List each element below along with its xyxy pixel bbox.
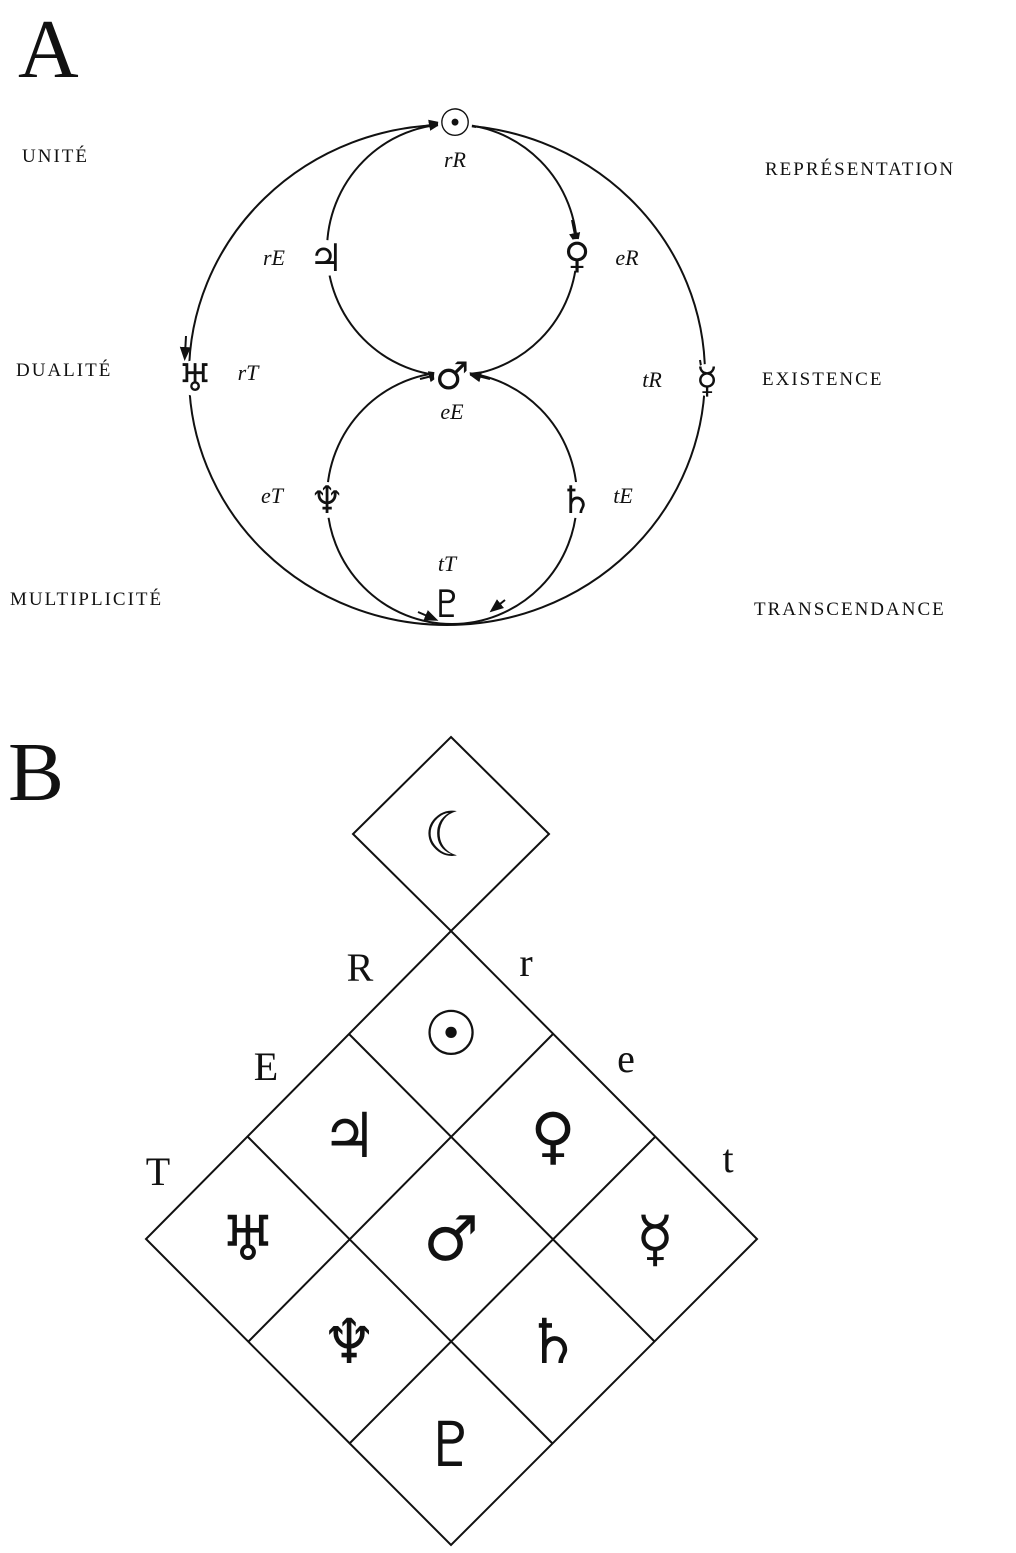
lattice-line	[247, 1136, 554, 1445]
flow-arrow	[179, 335, 191, 361]
saturn-icon: ♄	[525, 1305, 581, 1378]
level-label-transcendance: TRANSCENDANCE	[754, 599, 946, 620]
mercury-icon: ☿	[636, 1202, 674, 1275]
axis-label-e: e	[617, 1036, 635, 1081]
mars-icon: ♂	[423, 1202, 479, 1275]
axis-label-E: E	[254, 1044, 278, 1089]
uranus-icon: ♅	[220, 1202, 276, 1275]
node-code: tT	[438, 551, 458, 576]
venus-icon: ♀	[564, 236, 590, 277]
flow-arrow	[467, 371, 491, 383]
panel-b-letter: B	[8, 726, 64, 819]
axis-label-t: t	[722, 1136, 733, 1181]
node-code: eT	[261, 483, 285, 508]
neptune-icon: ♆	[310, 478, 344, 522]
axis-label-R: R	[347, 945, 374, 990]
moon-icon: ☾	[423, 798, 479, 871]
uranus-icon: ♅	[178, 356, 212, 400]
sun-icon: ☉	[438, 101, 472, 145]
sun-icon: ☉	[423, 997, 479, 1070]
lattice-line	[348, 1033, 656, 1343]
jupiter-icon: ♃	[309, 236, 343, 280]
node-code: rT	[238, 360, 261, 385]
axis-label-T: T	[146, 1149, 170, 1194]
level-label-unite: UNITÉ	[22, 146, 89, 167]
node-code: eR	[615, 245, 639, 270]
pluto-icon: ♇	[423, 1408, 479, 1481]
neptune-icon: ♆	[321, 1305, 377, 1378]
venus-icon: ♀	[530, 1099, 575, 1172]
node-code: tE	[613, 483, 633, 508]
level-label-existence: EXISTENCE	[762, 369, 884, 390]
jupiter-icon: ♃	[321, 1099, 377, 1172]
level-label-representation: REPRÉSENTATION	[765, 159, 956, 180]
node-code: tR	[642, 367, 662, 392]
flow-arrow	[569, 219, 581, 247]
saturn-icon: ♄	[559, 478, 593, 522]
lattice-line	[348, 1136, 656, 1445]
lattice-line	[247, 1033, 554, 1343]
node-code: rR	[444, 147, 467, 172]
flow-arrow	[419, 371, 443, 383]
flow-arrow	[489, 599, 506, 613]
flow-arrow	[417, 610, 439, 621]
level-label-multiplicite: MULTIPLICITÉ	[10, 589, 164, 610]
panel-a-letter: A	[18, 3, 79, 96]
level-label-dualite: DUALITÉ	[16, 360, 113, 381]
node-code: eE	[440, 399, 464, 424]
flow-arrow	[419, 119, 443, 131]
lattice-outline	[144, 929, 759, 1547]
node-code: rE	[263, 245, 286, 270]
mercury-icon: ☿	[696, 361, 718, 402]
axis-label-r: r	[519, 940, 532, 985]
panel-b-diagram	[144, 735, 759, 1547]
mars-icon: ♂	[435, 354, 469, 398]
pluto-icon: ♇	[430, 582, 464, 626]
